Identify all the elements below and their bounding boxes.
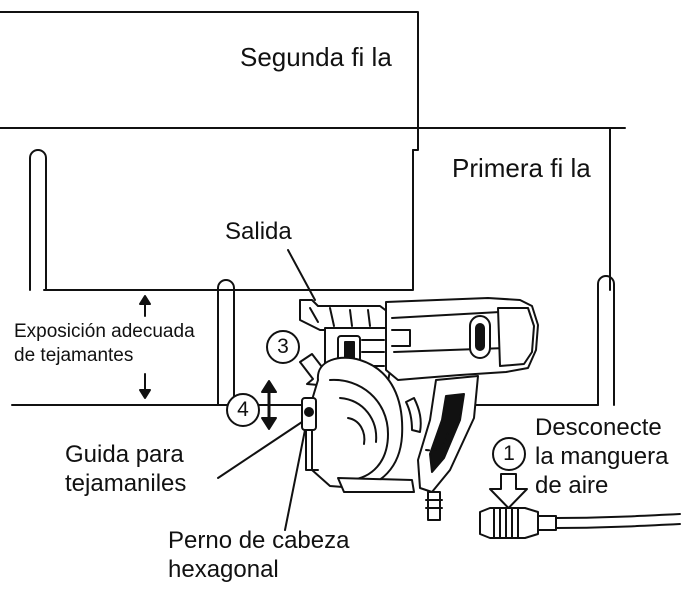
step1-marker: 1: [492, 437, 526, 471]
shingle-slot-middle: [217, 279, 235, 406]
first-row-shingle: [43, 127, 611, 291]
exposure-label: Exposición adecuada de tejamantes: [14, 320, 195, 368]
disconnect-hose-label-line3: de aire: [535, 471, 609, 499]
exposure-dimension-arrow: [139, 295, 151, 399]
exposure-label-line1: Exposición adecuada: [14, 321, 195, 342]
disconnect-hose-label: Desconecte la manguera de aire: [535, 414, 668, 500]
shingle-slot-left: [29, 149, 47, 291]
step1-down-arrow-icon: [489, 473, 528, 509]
second-row-label: Segunda fi la: [240, 42, 392, 72]
bolt-leader-line: [284, 424, 307, 531]
disconnect-hose-label-line2: la manguera: [535, 442, 669, 470]
coil-nailer-icon: [299, 297, 539, 521]
step3-marker: 3: [266, 330, 300, 364]
air-hose-coupler-icon: [479, 507, 681, 539]
first-row-label: Primera fi la: [452, 153, 591, 183]
shingle-guide-label-line2: tejamaniles: [65, 469, 187, 497]
outlet-leader-line: [287, 249, 316, 301]
hex-bolt-label: Perno de cabeza hexagonal: [168, 527, 349, 585]
hex-bolt-label-line1: Perno de cabeza: [168, 527, 350, 554]
step4-adjust-arrow-icon: [261, 380, 277, 430]
step4-marker: 4: [226, 393, 260, 427]
shingle-guide-label: Guida para tejamaniles: [65, 441, 186, 499]
guide-leader-line: [217, 419, 306, 479]
disconnect-hose-label-line1: Desconecte: [535, 414, 662, 441]
hex-bolt-label-line2: hexagonal: [168, 555, 279, 583]
shingle-guide-label-line1: Guida para: [65, 441, 184, 468]
shingle-slot-right: [597, 275, 615, 406]
exposure-label-line2: de tejamantes: [14, 344, 134, 366]
outlet-label: Salida: [225, 218, 292, 245]
